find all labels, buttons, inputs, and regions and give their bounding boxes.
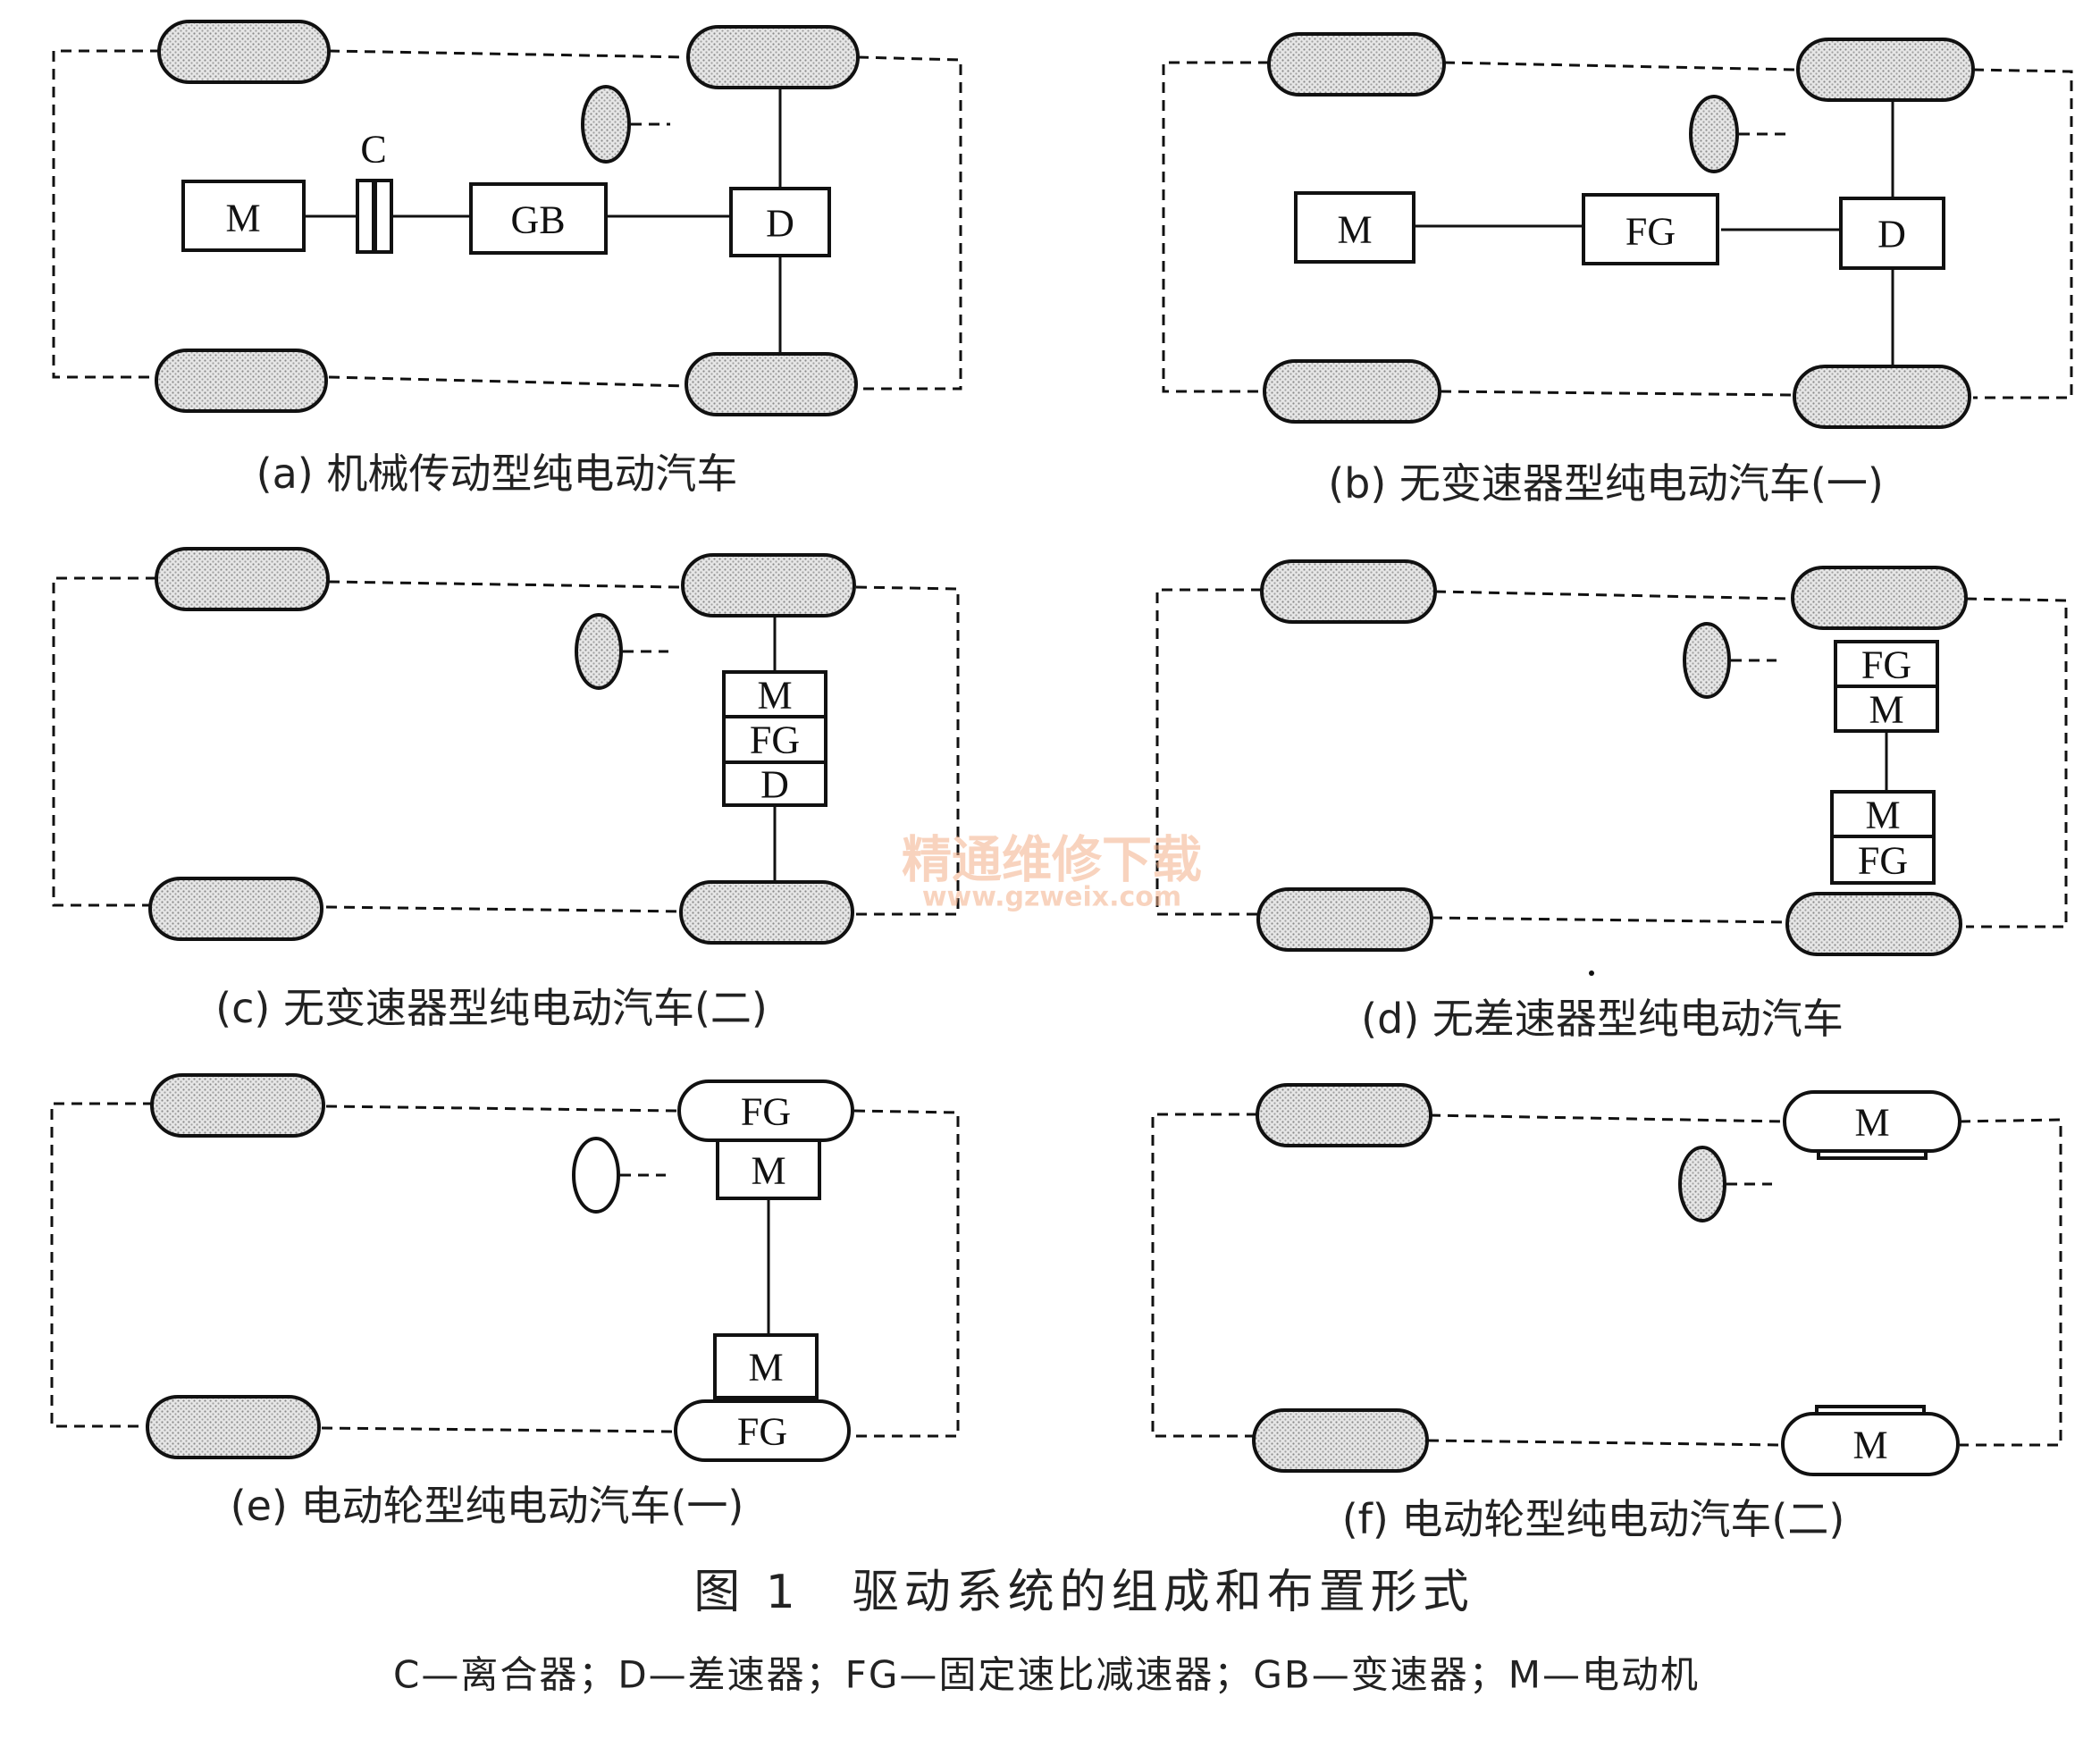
wheel-rear-left <box>148 877 323 941</box>
vehicle-outline <box>1151 1113 2062 1447</box>
drive-shaft <box>304 88 782 354</box>
differential-box <box>729 187 831 257</box>
wheel-front-left <box>1260 559 1437 624</box>
steering-wheel-icon <box>1678 1146 1726 1222</box>
top-reducer-box <box>1834 640 1939 688</box>
wheel-rear-right <box>1793 365 1971 429</box>
panel-d: FG M M FG <box>1155 559 2068 976</box>
caption-b: (b) 无变速器型纯电动汽车(一) <box>1328 459 1884 508</box>
panel-f: M M <box>1151 1083 2062 1476</box>
watermark-text: 精通维修下载 <box>902 832 1202 890</box>
top-motor-box <box>716 1138 821 1200</box>
gearbox-box <box>469 182 608 255</box>
top-hub-mount <box>1817 1149 1928 1160</box>
wheel-rear-left <box>155 349 328 413</box>
vehicle-outline <box>1162 61 2073 399</box>
top-motor-label: M <box>751 1149 785 1193</box>
bottom-motor-box <box>713 1333 819 1399</box>
wheel-front-left <box>155 547 330 611</box>
motor-label: M <box>225 197 260 240</box>
wheel-rear-left <box>1252 1408 1429 1473</box>
differential-box <box>722 760 827 807</box>
top-reducer-label: FG <box>741 1090 791 1134</box>
wheel-rear-left <box>1256 887 1433 952</box>
wheel-rear-right <box>679 880 854 945</box>
panel-e: FG FG M M <box>50 1073 960 1462</box>
motor-box <box>1294 191 1415 264</box>
wheel-front-right <box>1791 566 1968 630</box>
caption-e: (e) 电动轮型纯电动汽车(一) <box>231 1482 744 1530</box>
clutch-label: C <box>360 128 386 172</box>
watermark-url: www.gzweix.com <box>922 882 1181 913</box>
top-motor-label: M <box>1869 688 1903 732</box>
figure-title: 图 1 驱动系统的组成和布置形式 <box>693 1566 1474 1619</box>
differential-box <box>1839 197 1945 270</box>
panel-a: M C GB D <box>52 20 962 416</box>
wheel-front-left <box>1256 1083 1432 1147</box>
wheel-rear-right <box>1785 892 1962 956</box>
steering-wheel-icon <box>1683 622 1731 699</box>
wheel-front-left <box>1267 32 1446 97</box>
motor-label: M <box>757 674 792 718</box>
wheel-front-left <box>157 20 331 84</box>
differential-label: D <box>766 202 794 246</box>
clutch-plate-right <box>374 179 393 254</box>
differential-label: D <box>1877 213 1906 256</box>
wheel-rear-right-hub <box>674 1399 851 1462</box>
steering-wheel-icon <box>572 1137 620 1214</box>
steering-wheel-icon <box>581 85 631 164</box>
wheel-front-right <box>686 25 860 89</box>
bottom-reducer-label: FG <box>1858 839 1908 883</box>
motor-box <box>181 180 306 252</box>
bottom-reducer-label: FG <box>737 1410 787 1454</box>
vehicle-outline <box>52 49 962 391</box>
top-motor-box <box>1834 685 1939 733</box>
figure-legend: C—离合器；D—差速器；FG—固定速比减速器；GB—变速器；M—电动机 <box>393 1653 1700 1697</box>
panel-c: M FG D <box>52 547 960 945</box>
wheel-front-right <box>1796 38 1975 102</box>
reducer-box <box>1582 193 1719 265</box>
caption-d: (d) 无差速器型纯电动汽车 <box>1361 995 1844 1043</box>
wheel-front-left <box>150 1073 325 1138</box>
bottom-motor-label: M <box>748 1346 783 1390</box>
motor-box <box>722 670 827 718</box>
top-reducer-label: FG <box>1861 643 1911 687</box>
caption-a: (a) 机械传动型纯电动汽车 <box>256 449 738 498</box>
bottom-reducer-box <box>1830 835 1936 885</box>
stray-dot <box>1589 970 1594 976</box>
caption-f: (f) 电动轮型纯电动汽车(二) <box>1342 1495 1845 1543</box>
motor-label: M <box>1337 208 1372 252</box>
wheel-rear-left <box>146 1395 321 1459</box>
differential-label: D <box>760 763 789 807</box>
gearbox-label: GB <box>510 198 565 242</box>
vehicle-outline <box>50 1102 960 1438</box>
caption-c: (c) 无变速器型纯电动汽车(二) <box>215 984 768 1032</box>
panel-b: M FG D <box>1162 32 2073 429</box>
top-motor-label: M <box>1854 1101 1889 1145</box>
reducer-label: FG <box>750 718 800 762</box>
wheel-front-right <box>681 553 856 617</box>
wheel-rear-right-hub <box>1781 1412 1960 1476</box>
wheel-rear-left <box>1263 359 1441 424</box>
reducer-label: FG <box>1625 210 1676 254</box>
wheel-rear-right <box>685 352 858 416</box>
bottom-motor-label: M <box>1852 1424 1887 1467</box>
bottom-motor-label: M <box>1865 794 1900 837</box>
clutch-plate-left <box>356 179 375 254</box>
steering-wheel-icon <box>1689 95 1739 173</box>
steering-wheel-icon <box>575 613 623 690</box>
drive-shaft <box>1414 100 1894 366</box>
